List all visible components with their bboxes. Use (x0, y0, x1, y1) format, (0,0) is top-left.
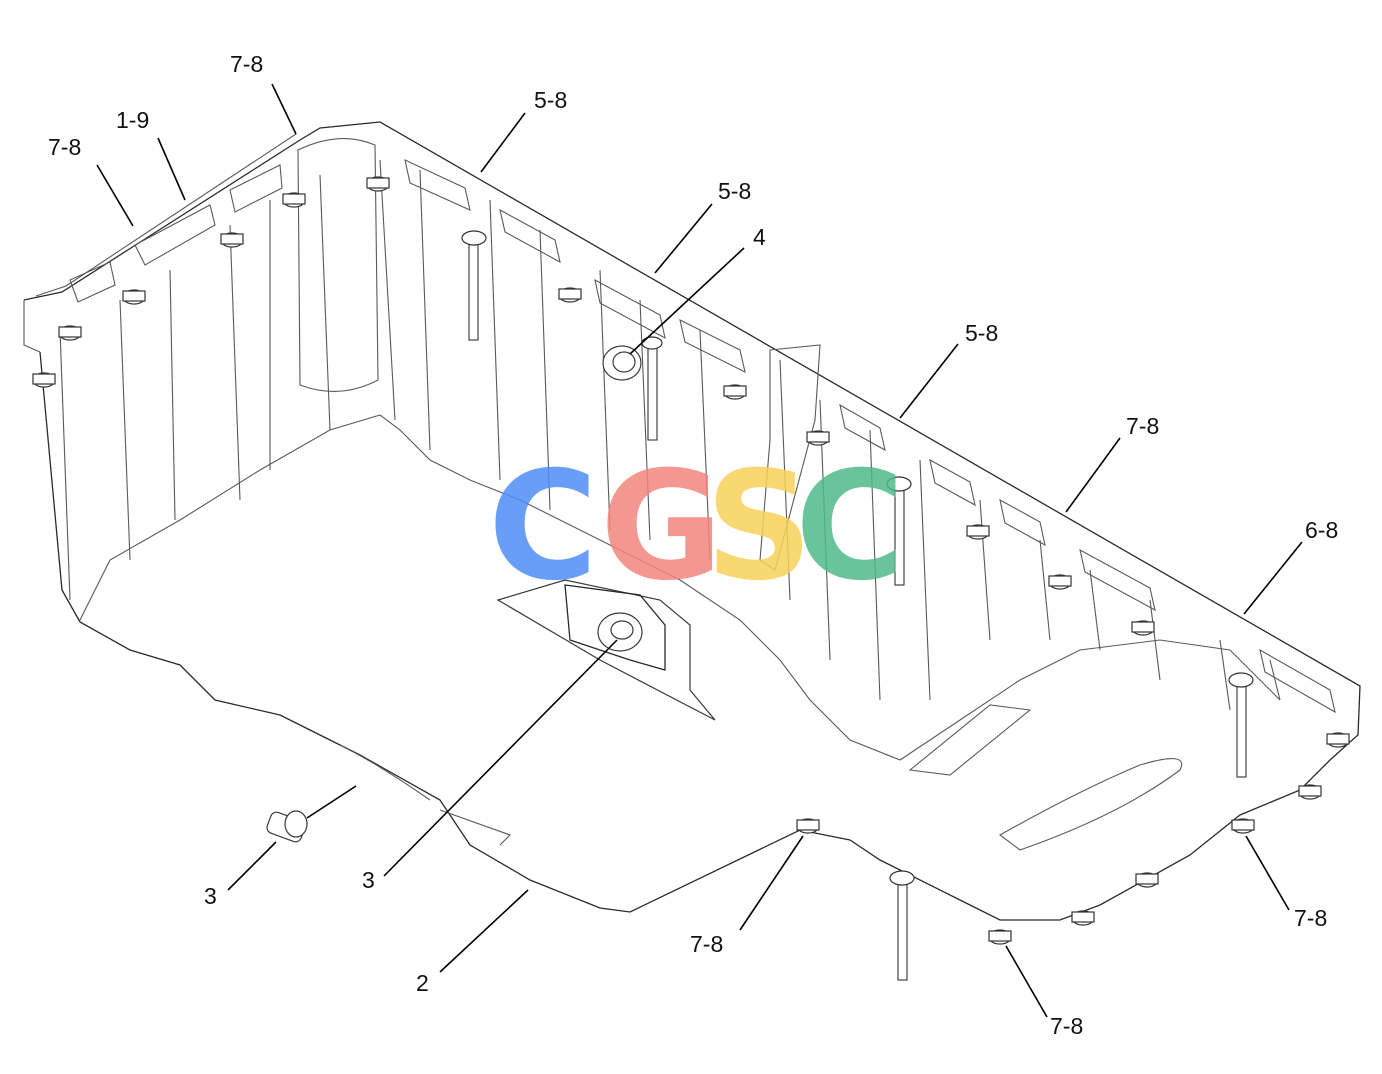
bolt (1298, 784, 1322, 800)
leader-line (1243, 541, 1303, 615)
bolt (58, 325, 82, 341)
stud (1228, 672, 1254, 778)
leader-line (1005, 945, 1048, 1018)
leader-line (739, 835, 804, 931)
bolt (1231, 818, 1255, 834)
callout-label: 7-8 (690, 931, 723, 957)
callout-label: 4 (753, 224, 766, 250)
leader-line (306, 785, 357, 819)
callout-label: 5-8 (718, 178, 751, 204)
bolt (806, 430, 830, 446)
bolt (796, 818, 820, 834)
callout-label: 7-8 (1050, 1013, 1083, 1039)
bolt (282, 192, 306, 208)
bolt (1131, 620, 1155, 636)
bolt (723, 384, 747, 400)
callout-label: 7-8 (1126, 413, 1159, 439)
bolt (1048, 574, 1072, 590)
leader-line (383, 639, 618, 877)
callout-label: 3 (362, 867, 375, 893)
callout-label: 1-9 (116, 107, 149, 133)
plug-4 (602, 345, 642, 381)
bolt (988, 929, 1012, 945)
callout-label: 7-8 (1294, 905, 1327, 931)
watermark-letter: G (600, 440, 723, 614)
bolt (1326, 732, 1350, 748)
bolt (122, 289, 146, 305)
flange-bolts (32, 176, 1350, 945)
cgsc-watermark: C G S C (488, 440, 905, 614)
leader-line (157, 137, 186, 201)
leader-line (899, 343, 959, 419)
leader-line (227, 841, 277, 891)
leader-line (1245, 835, 1290, 911)
drain-plug-3 (597, 612, 643, 652)
stud (886, 476, 912, 586)
callout-label: 7-8 (230, 51, 263, 77)
callout-labels: 7-8 1-9 7-8 5-8 5-8 4 5-8 7-8 6-8 7-8 7-… (48, 51, 1338, 1039)
callout-label: 3 (204, 883, 217, 909)
bolt (1135, 872, 1159, 888)
stud (889, 870, 915, 981)
callout-label: 5-8 (534, 87, 567, 113)
watermark-letter: C (795, 440, 905, 614)
loose-plug-3 (266, 810, 308, 843)
leader-line (439, 889, 529, 973)
leader-line (96, 164, 134, 227)
callout-label: 6-8 (1305, 517, 1338, 543)
leader-line (629, 247, 745, 355)
stud (461, 230, 487, 341)
leader-lines (96, 83, 1303, 1018)
leader-line (480, 112, 526, 173)
callout-label: 5-8 (965, 320, 998, 346)
bolt (558, 287, 582, 303)
leader-line (271, 83, 297, 135)
bolt (220, 232, 244, 248)
studs (461, 230, 1254, 981)
bolt (1071, 910, 1095, 926)
callout-label: 7-8 (48, 134, 81, 160)
watermark-letter: S (705, 440, 813, 614)
bolt (966, 524, 990, 540)
watermark-letter: C (488, 440, 598, 614)
callout-label: 2 (416, 970, 429, 996)
leader-line (1065, 437, 1121, 513)
leader-line (654, 203, 713, 274)
bolt (366, 176, 390, 192)
bolt (32, 372, 56, 388)
